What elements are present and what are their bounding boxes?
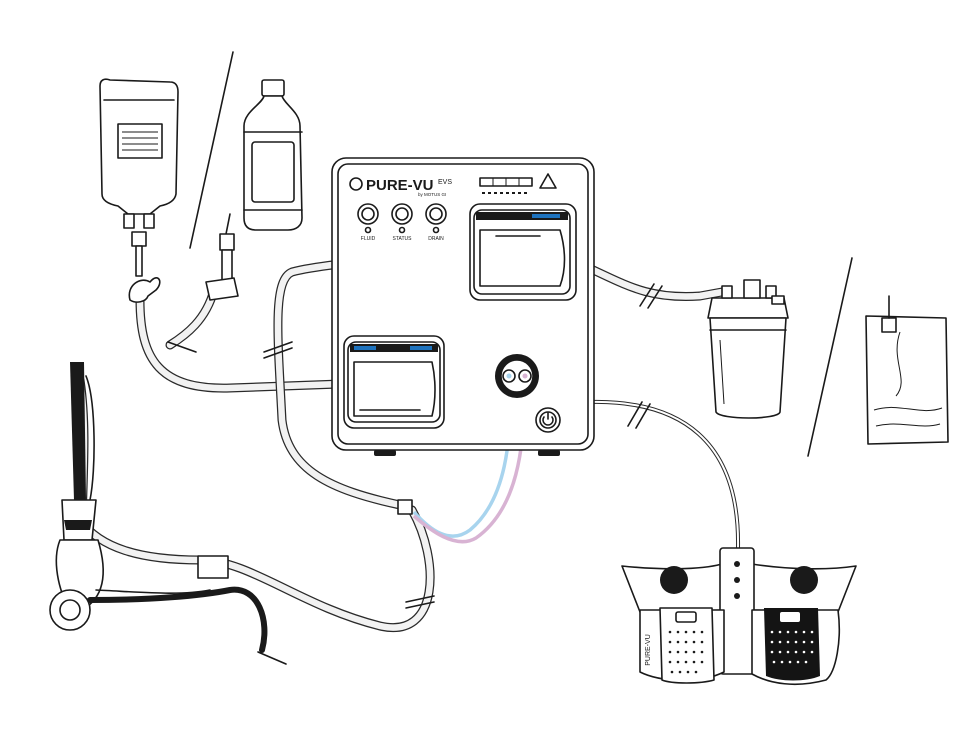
collection-bag xyxy=(865,295,949,445)
indicator-label: STATUS xyxy=(393,236,413,242)
indicator-label: FLUID xyxy=(361,236,376,242)
endoscope xyxy=(49,362,268,653)
saline-bottle xyxy=(205,79,303,301)
drain-pump xyxy=(469,203,577,301)
power-button[interactable] xyxy=(535,407,561,433)
iv-bag-tube xyxy=(135,295,345,393)
foot-pedal: PURE-VU xyxy=(621,547,857,686)
indicator-status: STATUS xyxy=(391,203,413,242)
indicator-drain: DRAIN xyxy=(425,203,447,242)
warning-triangle-icon xyxy=(539,173,557,189)
model-label: EVS xyxy=(438,179,452,186)
cut-marks xyxy=(167,283,663,665)
divider-line xyxy=(189,51,234,249)
brand-logo: PURE-VU xyxy=(366,177,434,194)
foot-pedal-brand: PURE-VU xyxy=(645,634,652,666)
power-icon xyxy=(542,416,554,426)
divider-line xyxy=(807,257,853,457)
foot-pedal-left[interactable] xyxy=(659,607,715,684)
indicator-label: DRAIN xyxy=(428,236,444,242)
maker-label: by MOTUS GI xyxy=(418,192,446,197)
indicator-fluid: FLUID xyxy=(357,203,379,242)
suction-canister xyxy=(707,279,789,419)
connector-port xyxy=(495,354,539,398)
foot-pedal-right[interactable] xyxy=(764,608,820,681)
y-connector xyxy=(397,499,413,515)
status-display xyxy=(479,177,533,194)
foot-pedal-cable xyxy=(588,399,741,550)
irrigation-pump xyxy=(343,335,445,429)
bottle-tube xyxy=(165,285,219,350)
pure-vu-console: PURE-VU EVS by MOTUS GI FLUID STATUS DRA… xyxy=(331,157,595,456)
roller-clamp-icon xyxy=(128,277,161,303)
y-connector-tube xyxy=(75,505,435,633)
iv-bag xyxy=(99,78,179,303)
